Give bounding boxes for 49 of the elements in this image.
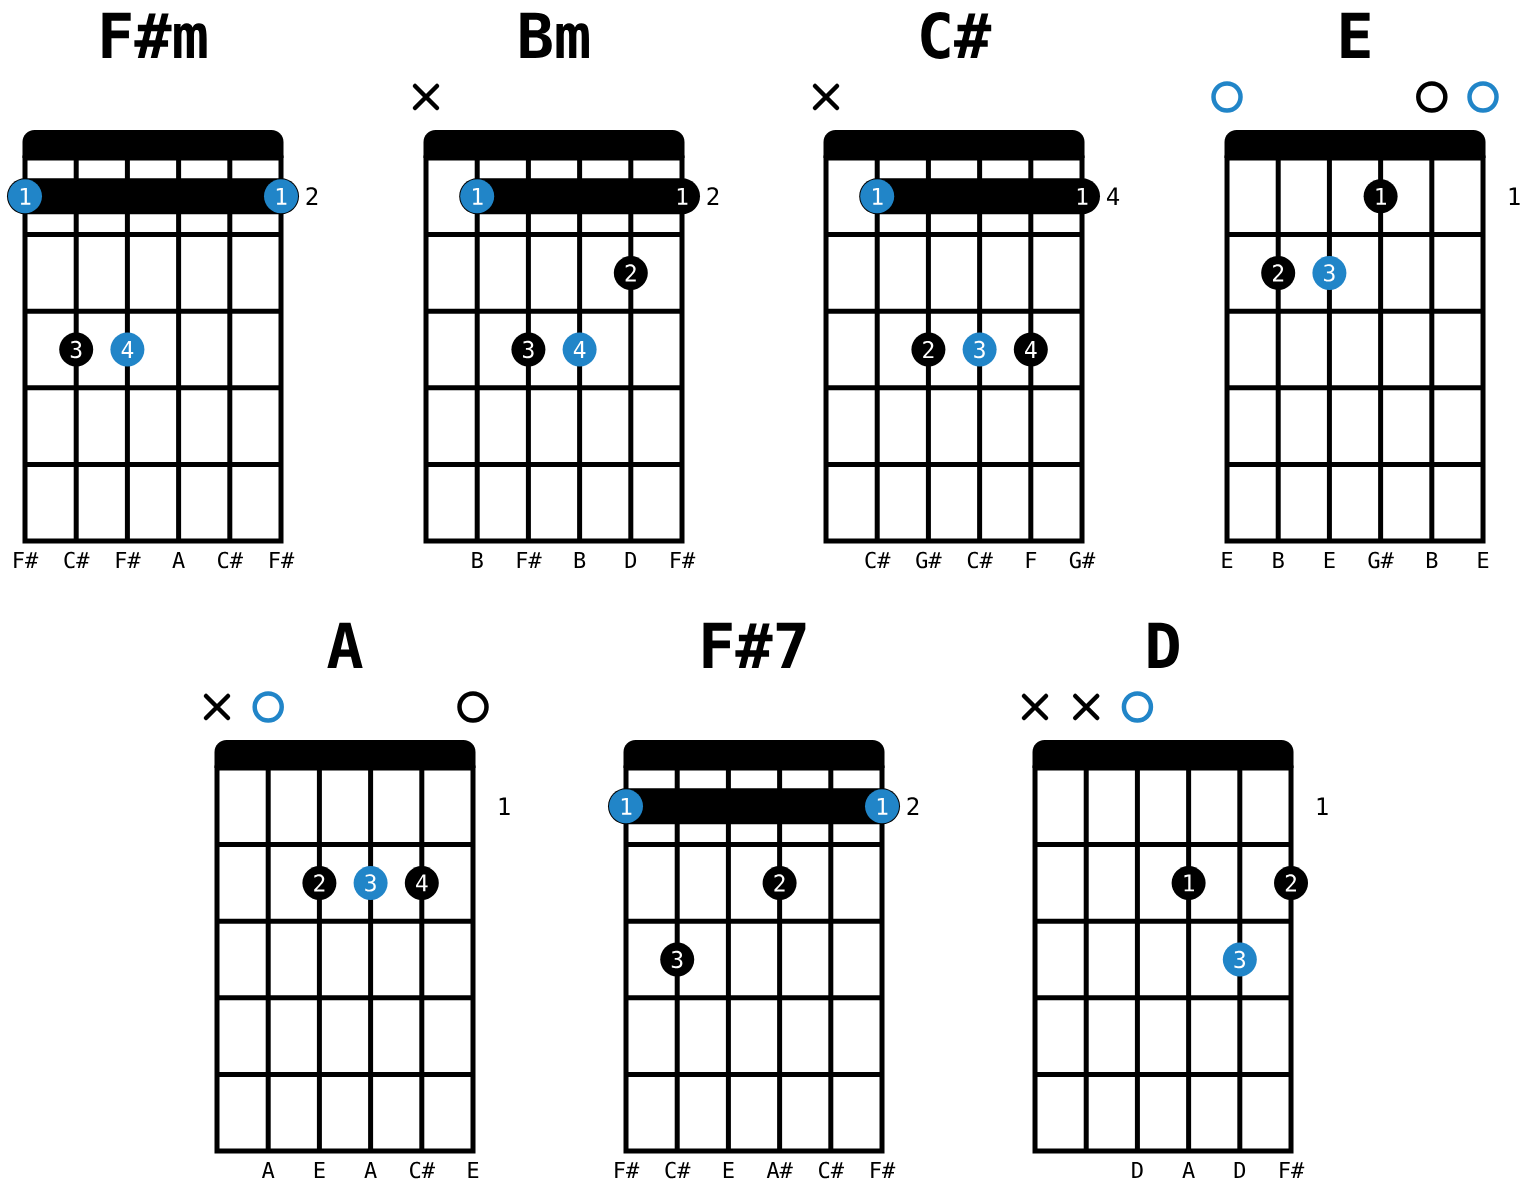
- chord-name: F#7: [703, 622, 806, 668]
- chord-name: D: [1148, 622, 1179, 668]
- note-name: A: [261, 1161, 275, 1178]
- chord-name: A: [327, 622, 363, 668]
- note-name: F#: [116, 551, 141, 568]
- fret-number: 4: [1107, 187, 1120, 205]
- note-name: F#: [671, 551, 696, 568]
- note-name: D: [1132, 1161, 1143, 1178]
- note-name: G#: [1368, 551, 1394, 569]
- note-name: D: [625, 551, 637, 568]
- note-name: D: [1234, 1161, 1246, 1178]
- note-name: F#: [270, 551, 295, 568]
- note-name: F#: [871, 1161, 896, 1178]
- note-name: B: [1273, 551, 1284, 568]
- note-name: F: [1026, 551, 1037, 568]
- note-name: C#: [218, 551, 243, 569]
- note-name: F#: [1280, 1161, 1305, 1178]
- note-name: F#: [517, 551, 542, 568]
- note-name: B: [574, 551, 586, 568]
- fret-number: 1: [499, 797, 510, 815]
- note-name: F#: [615, 1161, 640, 1178]
- note-name: C#: [410, 1161, 435, 1179]
- note-name: E: [1324, 551, 1335, 568]
- note-name: C#: [819, 1161, 844, 1179]
- note-name: C#: [665, 1161, 691, 1179]
- chord-name: F#m: [102, 12, 207, 58]
- note-name: C#: [967, 551, 993, 569]
- chord-name: E: [1341, 12, 1370, 58]
- note-name: E: [1478, 551, 1489, 568]
- note-name: F#: [14, 551, 39, 568]
- note-name: B: [1427, 551, 1438, 568]
- fret-number: 2: [707, 187, 719, 205]
- note-name: A#: [766, 1161, 793, 1178]
- note-name: G#: [1069, 551, 1096, 569]
- chord-name: C#: [921, 12, 992, 59]
- note-name: G#: [916, 551, 942, 569]
- note-name: E: [314, 1161, 325, 1178]
- fret-number: 1: [1509, 187, 1520, 205]
- fret-number: 1: [1317, 797, 1328, 815]
- note-name: E: [1222, 551, 1233, 568]
- note-name: C#: [865, 551, 891, 569]
- chord-name: Bm: [520, 12, 589, 58]
- note-name: A: [172, 551, 185, 568]
- note-name: C#: [64, 551, 90, 569]
- note-name: E: [723, 1161, 734, 1178]
- note-name: A: [364, 1161, 377, 1178]
- note-name: A: [1182, 1161, 1195, 1178]
- note-name: B: [472, 551, 483, 568]
- note-name: E: [468, 1161, 479, 1178]
